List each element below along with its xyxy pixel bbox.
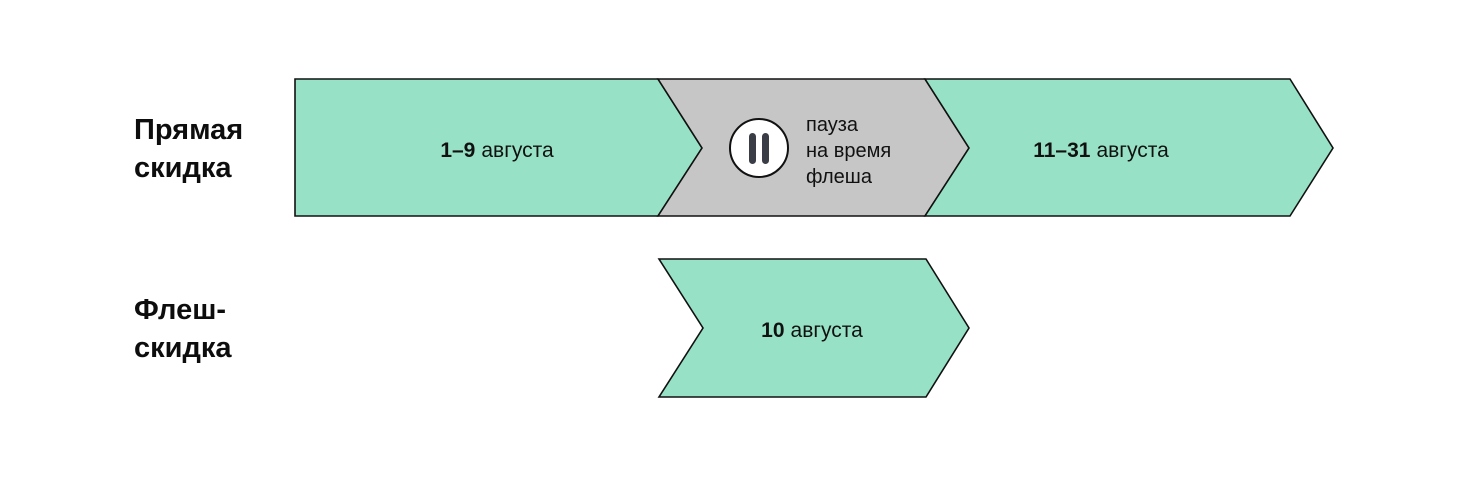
segment-month: августа xyxy=(481,139,554,162)
segment-dates: 1–9 xyxy=(440,139,475,162)
segment-dates: 10 xyxy=(761,319,784,342)
segment-label: 1–9 августа xyxy=(440,139,554,162)
segment-shape xyxy=(657,258,970,398)
row-label-line: Флеш- xyxy=(134,294,227,326)
pause-text-line: пауза xyxy=(806,114,859,136)
segment-direct-first: 1–9 августа xyxy=(294,78,703,217)
segment-label: 10 августа xyxy=(761,319,863,342)
pause-icon xyxy=(729,118,789,178)
segment-shape xyxy=(923,78,1334,217)
pause-text-line: флеша xyxy=(806,166,873,188)
row-label-line: скидка xyxy=(134,152,232,184)
segment-pause: пауза на время флеша xyxy=(656,78,970,217)
pause-text-line: на время xyxy=(806,140,891,162)
row-label-direct-discount: Прямая скидка xyxy=(134,111,243,187)
row-label-line: Прямая xyxy=(134,114,244,146)
row-label-line: скидка xyxy=(134,332,232,364)
segment-month: августа xyxy=(791,319,864,342)
row-label-flash-discount: Флеш- скидка xyxy=(134,291,232,367)
segment-dates: 11–31 xyxy=(1033,139,1091,162)
segment-month: августа xyxy=(1096,139,1169,162)
segment-flash: 10 августа xyxy=(657,258,970,398)
